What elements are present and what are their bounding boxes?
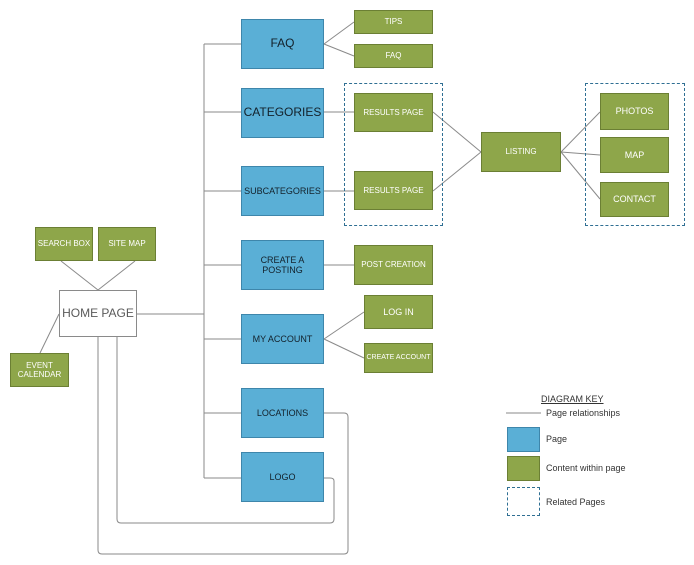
- edge-account-create-account: [323, 338, 365, 359]
- edge-faq-faq: [323, 43, 355, 57]
- my-account-page-node: MY ACCOUNT: [241, 314, 324, 364]
- categories-page-node: CATEGORIES: [241, 88, 324, 138]
- key-label-relationships: Page relationships: [546, 408, 621, 418]
- diagram-key-title: DIAGRAM KEY: [541, 394, 604, 404]
- results-page-node-1: RESULTS PAGE: [354, 93, 433, 132]
- results-page-node-2: RESULTS PAGE: [354, 171, 433, 210]
- key-label-related: Related Pages: [546, 497, 606, 507]
- edge-results1-listing: [432, 111, 482, 153]
- faq-content-node: FAQ: [354, 44, 433, 68]
- home-page-node: HOME PAGE: [59, 290, 137, 337]
- edge-account-login: [323, 311, 365, 340]
- listing-node: LISTING: [481, 132, 561, 172]
- locations-page-node: LOCATIONS: [241, 388, 324, 438]
- key-label-page: Page: [546, 434, 568, 444]
- logo-page-node: LOGO: [241, 452, 324, 502]
- edge-home-event-calendar: [39, 313, 60, 354]
- subcategories-page-node: SUBCATEGORIES: [241, 166, 324, 216]
- faq-page-node: FAQ: [241, 19, 324, 69]
- log-in-node: LOG IN: [364, 295, 433, 329]
- edge-home-search-box: [60, 260, 99, 291]
- related-pages-group-listing: [585, 83, 685, 226]
- search-box-node: SEARCH BOX: [35, 227, 93, 261]
- key-swatch-related: [507, 487, 540, 516]
- map-node: MAP: [600, 137, 669, 173]
- edge-listing-map: [560, 151, 601, 156]
- create-posting-page-node: CREATE A POSTING: [241, 240, 324, 290]
- event-calendar-node: EVENT CALENDAR: [10, 353, 69, 387]
- key-label-content: Content within page: [546, 463, 626, 473]
- edge-listing-contact: [560, 151, 601, 200]
- related-pages-group-results: [344, 83, 443, 226]
- edge-listing-photos: [560, 111, 601, 153]
- key-swatch-page: [507, 427, 540, 452]
- edge-home-logo-loop: [116, 337, 335, 524]
- photos-node: PHOTOS: [600, 93, 669, 130]
- edge-home-locations-loop: [97, 337, 349, 555]
- create-account-node: CREATE ACCOUNT: [364, 343, 433, 373]
- tips-node: TIPS: [354, 10, 433, 34]
- edge-faq-tips: [323, 21, 355, 45]
- contact-node: CONTACT: [600, 182, 669, 217]
- edge-home-site-map: [97, 260, 136, 291]
- edge-results2-listing: [432, 151, 482, 192]
- key-swatch-content: [507, 456, 540, 481]
- site-map-node: SITE MAP: [98, 227, 156, 261]
- post-creation-node: POST CREATION: [354, 245, 433, 285]
